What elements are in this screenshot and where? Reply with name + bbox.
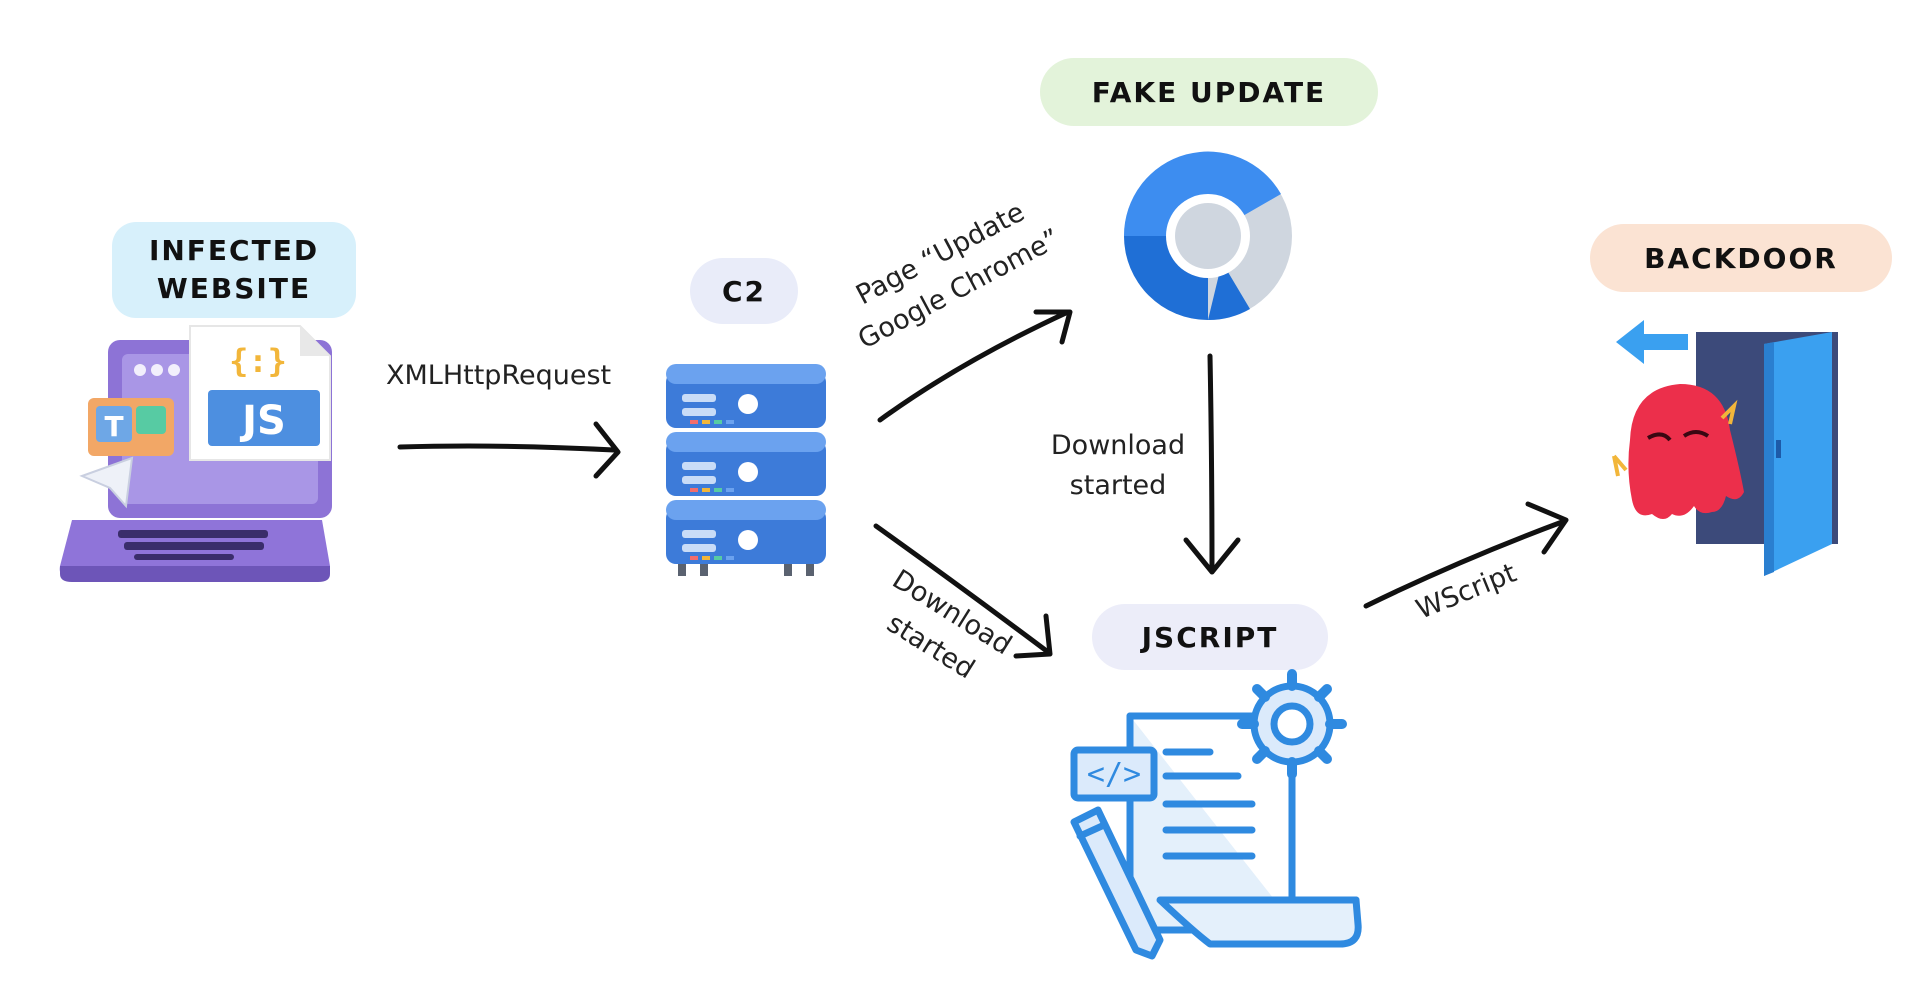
download-chrome-line1: Download (1050, 430, 1186, 461)
c2-label: C2 (690, 258, 798, 324)
chrome-icon (1123, 151, 1292, 321)
arrow-chrome-to-jscript (1207, 353, 1215, 573)
infected-website-label: INFECTED WEBSITE (112, 222, 356, 318)
brace-text: {:} (229, 342, 287, 380)
arrowhead-c2-to-jscript (1013, 613, 1053, 659)
infected-label-line1: INFECTED (148, 234, 320, 267)
laptop-js-icon: {:} JS T (59, 325, 332, 582)
arrow-c2-to-chrome (877, 309, 1071, 423)
arrowhead-website-to-c2 (593, 421, 621, 479)
ghost-door-icon (1612, 320, 1838, 576)
arrowhead-c2-to-chrome (1033, 309, 1073, 345)
edge-label-xmlhttprequest: XMLHttpRequest (386, 356, 611, 396)
edge-label-download-chrome: Download started (1038, 426, 1198, 506)
jscript-label-text: JSCRIPT (1141, 620, 1279, 654)
c2-label-text: C2 (721, 274, 767, 308)
jscript-label: JSCRIPT (1092, 604, 1328, 670)
script-document-icon: </> (1070, 669, 1362, 960)
fake-update-label: FAKE UPDATE (1040, 58, 1378, 126)
arrow-c2-to-jscript (873, 523, 1051, 655)
arrow-website-to-c2 (397, 443, 617, 453)
xhr-text: XMLHttpRequest (386, 360, 612, 391)
arrow-jscript-to-backdoor (1363, 519, 1565, 609)
backdoor-label-text: BACKDOOR (1644, 241, 1838, 275)
backdoor-label: BACKDOOR (1590, 224, 1892, 292)
arrowhead-jscript-to-backdoor (1525, 501, 1569, 555)
server-rack-icon (666, 364, 826, 576)
arrows (397, 309, 1569, 659)
infected-label-line2: WEBSITE (156, 272, 312, 305)
arrowhead-chrome-to-jscript (1183, 537, 1241, 575)
t-text: T (104, 410, 123, 443)
download-chrome-line2: started (1069, 470, 1167, 501)
fake-update-label-text: FAKE UPDATE (1091, 75, 1327, 109)
svg-text:</>: </> (1087, 757, 1141, 792)
js-text: JS (239, 398, 286, 444)
